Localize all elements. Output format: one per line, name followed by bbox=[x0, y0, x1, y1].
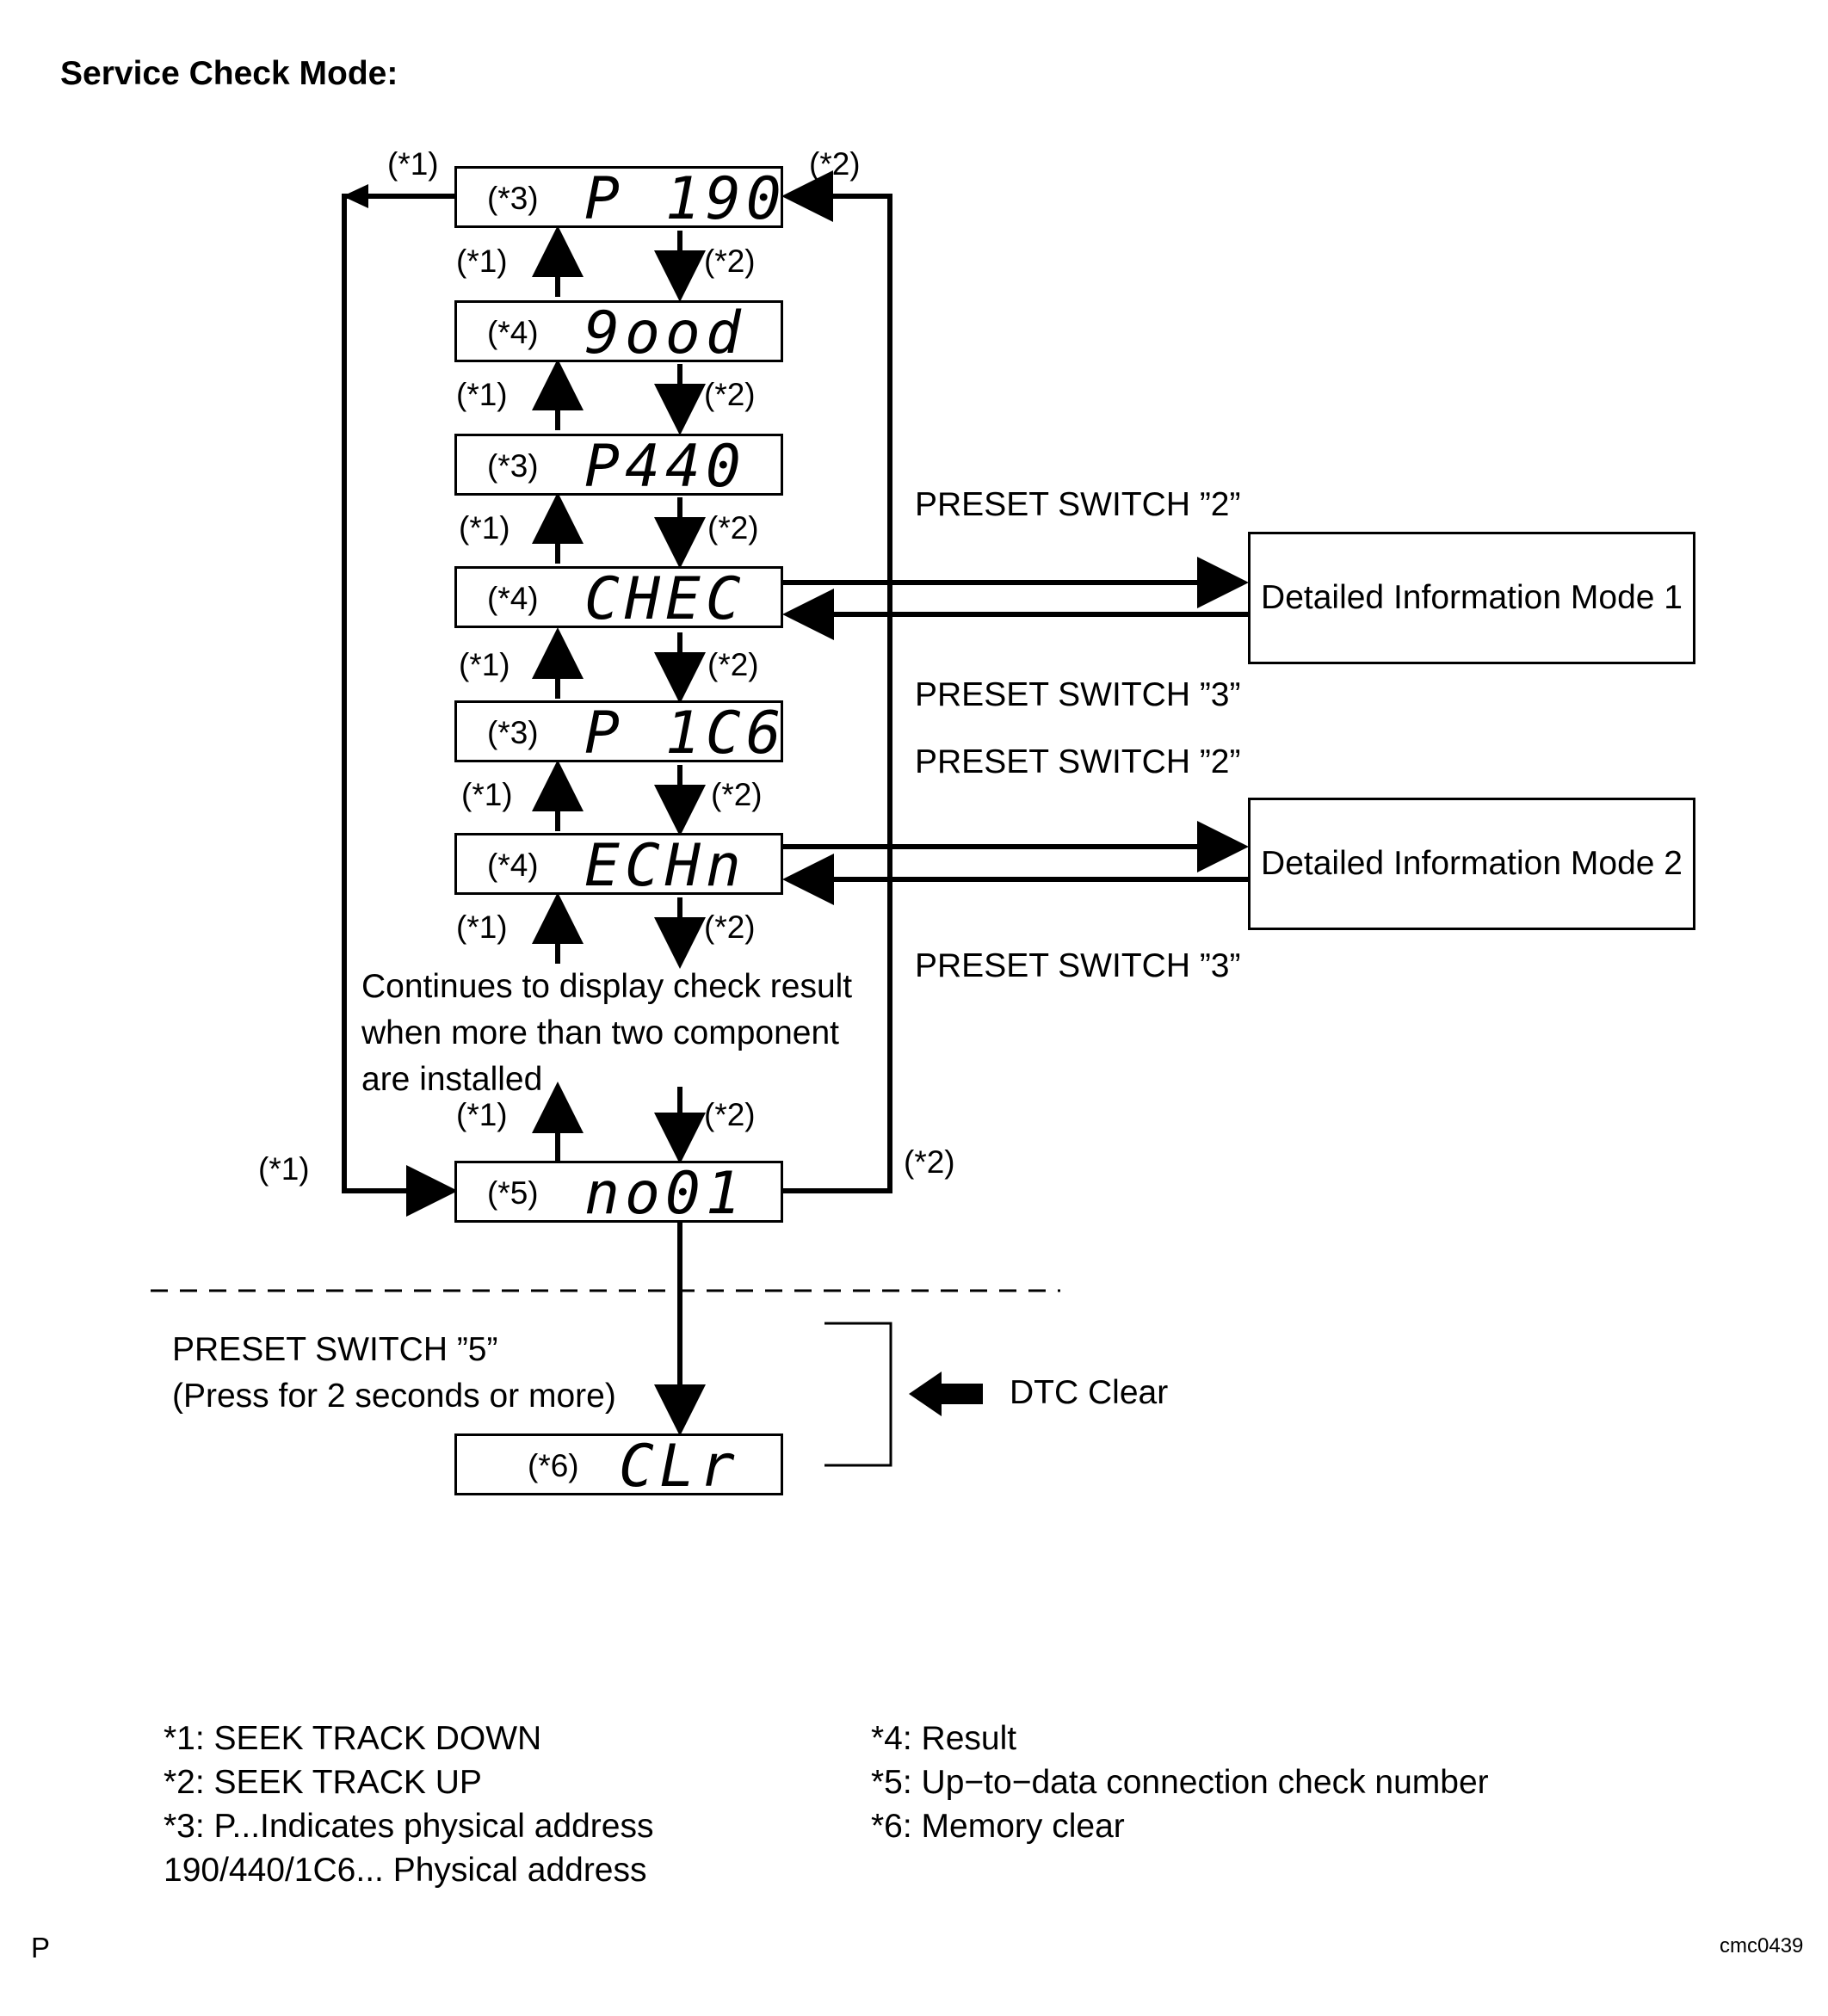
display-box: (*4) 9ood bbox=[454, 299, 783, 367]
arrow-label-down: (*1) bbox=[456, 1097, 508, 1132]
arrow-label-up: (*2) bbox=[904, 1144, 955, 1180]
info-mode-box-2: Detailed Information Mode 2 bbox=[1248, 798, 1695, 930]
arrow-label-down: (*1) bbox=[461, 777, 513, 812]
arrow-label-up: (*2) bbox=[704, 1097, 756, 1132]
display-code: ECHn bbox=[584, 832, 746, 900]
page-title: Service Check Mode: bbox=[60, 55, 398, 92]
legend-item: *4: Result bbox=[871, 1720, 1017, 1757]
arrow-label-down: (*1) bbox=[387, 146, 439, 182]
preset-switch-label: PRESET SWITCH ”2” bbox=[915, 486, 1241, 523]
legend-left: *1: SEEK TRACK DOWN *2: SEEK TRACK UP *3… bbox=[164, 1717, 653, 1892]
display-box: (*5) no01 bbox=[454, 1160, 783, 1228]
footer-left: P bbox=[31, 1932, 51, 1964]
display-code: CLr bbox=[619, 1433, 740, 1501]
legend-item: *5: Up−to−data connection check number bbox=[871, 1764, 1489, 1801]
press-duration-note: (Press for 2 seconds or more) bbox=[172, 1378, 616, 1415]
arrow-label-up: (*2) bbox=[704, 244, 756, 279]
continue-note-line: Continues to display check result bbox=[361, 968, 853, 1005]
arrow-label-up: (*2) bbox=[707, 510, 759, 546]
display-ref: (*4) bbox=[487, 848, 539, 883]
display-ref: (*6) bbox=[528, 1448, 579, 1483]
display-ref: (*5) bbox=[487, 1175, 539, 1211]
display-code: no01 bbox=[584, 1160, 746, 1228]
arrow-label-up: (*2) bbox=[704, 377, 756, 412]
dtc-clear-label: DTC Clear bbox=[1010, 1374, 1169, 1411]
display-ref: (*4) bbox=[487, 581, 539, 616]
footer-code: cmc0439 bbox=[1720, 1934, 1804, 1957]
arrow-label-up: (*2) bbox=[711, 777, 763, 812]
continue-note-line: are installed bbox=[361, 1061, 543, 1098]
display-code: P440 bbox=[584, 433, 746, 501]
arrow-label-up: (*2) bbox=[707, 647, 759, 682]
display-box: (*3) P440 bbox=[454, 434, 783, 496]
preset-switch-label: PRESET SWITCH ”2” bbox=[915, 743, 1241, 780]
arrow-label-down: (*1) bbox=[456, 377, 508, 412]
arrow-label-down: (*1) bbox=[459, 510, 510, 546]
display-code: P 1C6 bbox=[584, 700, 787, 768]
display-box: (*4) CHEC bbox=[454, 565, 783, 633]
arrow-label-down: (*1) bbox=[459, 647, 510, 682]
preset-switch-label: PRESET SWITCH ”3” bbox=[915, 947, 1241, 984]
legend-item: *6: Memory clear bbox=[871, 1808, 1125, 1845]
arrow-label-up: (*2) bbox=[809, 146, 861, 182]
info-mode-box-1: Detailed Information Mode 1 bbox=[1248, 532, 1695, 664]
legend-item: *3: P...Indicates physical address bbox=[164, 1808, 654, 1845]
legend-item: *1: SEEK TRACK DOWN bbox=[164, 1720, 542, 1757]
arrow-label-down: (*1) bbox=[258, 1151, 310, 1187]
legend-right: *4: Result *5: Up−to−data connection che… bbox=[871, 1717, 1489, 1848]
display-box: (*3) P 1C6 bbox=[454, 700, 783, 763]
display-code: CHEC bbox=[584, 565, 746, 633]
preset-switch-label: PRESET SWITCH ”3” bbox=[915, 676, 1241, 713]
display-ref: (*3) bbox=[487, 715, 539, 750]
display-ref: (*4) bbox=[487, 315, 539, 350]
legend-item: 190/440/1C6... Physical address bbox=[164, 1852, 647, 1889]
legend-item: *2: SEEK TRACK UP bbox=[164, 1764, 482, 1801]
display-box: (*4) ECHn bbox=[454, 832, 783, 900]
display-code: P 190 bbox=[584, 165, 787, 233]
continue-note-line: when more than two component bbox=[361, 1014, 839, 1051]
preset-switch-5-label: PRESET SWITCH ”5” bbox=[172, 1331, 498, 1368]
arrow-label-down: (*1) bbox=[456, 909, 508, 945]
display-ref: (*3) bbox=[487, 448, 539, 484]
display-code: 9ood bbox=[584, 299, 746, 367]
arrow-label-down: (*1) bbox=[456, 244, 508, 279]
display-ref: (*3) bbox=[487, 181, 539, 216]
continue-note: Continues to display check result when m… bbox=[361, 964, 878, 1103]
display-box: (*6) CLr bbox=[454, 1433, 783, 1501]
display-box: (*3) P 190 bbox=[454, 166, 783, 229]
arrow-label-up: (*2) bbox=[704, 909, 756, 945]
